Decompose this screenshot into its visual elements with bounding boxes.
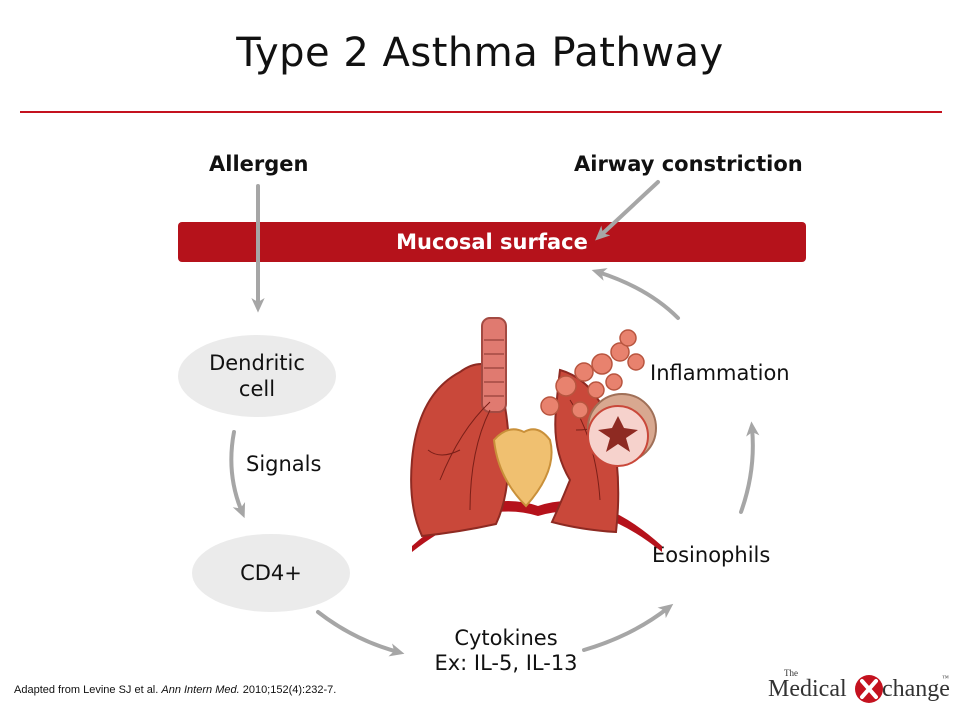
cd4-node: CD4+	[192, 534, 350, 612]
logo-trademark: ™	[942, 674, 949, 682]
logo-medical: Medical	[768, 676, 847, 702]
cytokines-label-line2: Ex: IL-5, IL-13	[434, 651, 578, 676]
cd4-label: CD4+	[240, 560, 302, 585]
airway-constriction-arrow	[595, 180, 660, 241]
cytokines-to-eosinophils-arrow	[582, 603, 674, 652]
inflammation-to-mucosa-arrow	[591, 268, 680, 320]
title-divider	[20, 111, 942, 113]
logo-change: change	[882, 676, 950, 702]
cytokines-label-line1: Cytokines	[454, 626, 558, 650]
airway-constriction-label: Airway constriction	[574, 152, 803, 176]
eosinophils-label: Eosinophils	[652, 543, 771, 567]
lungs-illustration	[410, 317, 662, 552]
citation: Adapted from Levine SJ et al. Ann Intern…	[14, 684, 337, 696]
cytokines-label: Cytokines Ex: IL-5, IL-13	[420, 626, 592, 676]
allergen-label: Allergen	[209, 152, 309, 176]
dendritic-cell-node: Dendritic cell	[178, 335, 336, 417]
logo-x-icon	[855, 675, 883, 703]
logo-the: The	[784, 668, 798, 678]
dendritic-cell-label-line2: cell	[238, 377, 276, 401]
inflammation-label: Inflammation	[650, 361, 790, 385]
page-title: Type 2 Asthma Pathway	[236, 30, 724, 76]
heart-shape	[492, 428, 553, 508]
bronchioles-cluster	[540, 329, 645, 419]
trachea-rings	[484, 339, 504, 397]
signals-label: Signals	[246, 452, 322, 476]
mucosal-surface-label: Mucosal surface	[396, 230, 588, 254]
mucosal-surface-bar: Mucosal surface	[178, 222, 806, 262]
cd4-to-cytokines-arrow	[316, 610, 405, 657]
trachea-shape	[481, 317, 507, 413]
signals-arrow	[229, 430, 246, 519]
airway-cross-section	[587, 393, 657, 467]
dendritic-cell-label-line1: Dendritic	[209, 350, 305, 375]
eosinophils-to-inflammation-arrow	[739, 421, 760, 514]
medical-xchange-logo: The Medical change ™	[766, 668, 950, 712]
